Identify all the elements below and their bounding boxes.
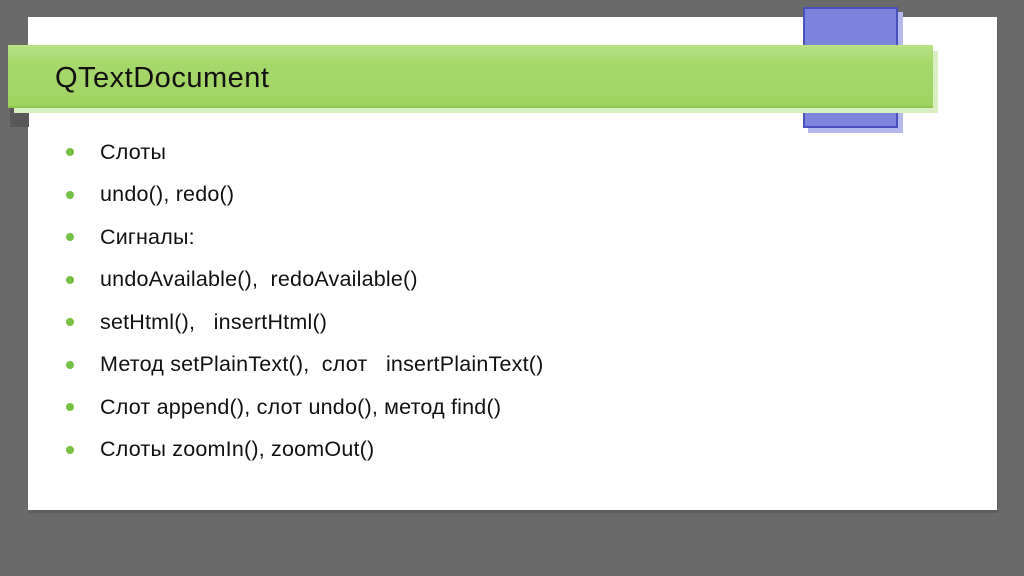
bullet-item: Слоты zoomIn(), zoomOut() [66, 429, 543, 472]
bullet-item: Сигналы: [66, 216, 543, 259]
bullet-dot-icon [66, 190, 74, 199]
bullet-item: setHtml(), insertHtml() [66, 301, 543, 344]
bullet-dot-icon [66, 445, 74, 454]
bullet-dot-icon [66, 148, 74, 157]
bullet-dot-icon [66, 275, 74, 284]
bullet-dot-icon [66, 318, 74, 327]
bullet-item: undo(), redo() [66, 174, 543, 217]
bullet-text: undoAvailable(), redoAvailable() [100, 267, 418, 292]
bullet-text: setHtml(), insertHtml() [100, 309, 328, 334]
title-banner: QTextDocument [8, 45, 933, 108]
bullet-text: Слот append(), слот undo(), метод find() [100, 394, 502, 419]
bullet-item: Слоты [66, 131, 543, 174]
bullet-list: Слоты undo(), redo() Сигналы: undoAvaila… [66, 131, 543, 471]
bullet-item: Слот append(), слот undo(), метод find() [66, 386, 543, 429]
bullet-item: Метод setPlainText(), слот insertPlainTe… [66, 344, 543, 387]
bullet-dot-icon [66, 403, 74, 412]
slide-title: QTextDocument [55, 62, 270, 94]
bullet-dot-icon [66, 360, 74, 369]
bullet-text: undo(), redo() [100, 182, 235, 207]
bullet-dot-icon [66, 233, 74, 242]
bullet-text: Слоты [100, 139, 167, 164]
bullet-text: Слоты zoomIn(), zoomOut() [100, 437, 375, 462]
bullet-text: Сигналы: [100, 224, 195, 249]
bullet-text: Метод setPlainText(), слот insertPlainTe… [100, 352, 544, 377]
bullet-item: undoAvailable(), redoAvailable() [66, 259, 543, 302]
